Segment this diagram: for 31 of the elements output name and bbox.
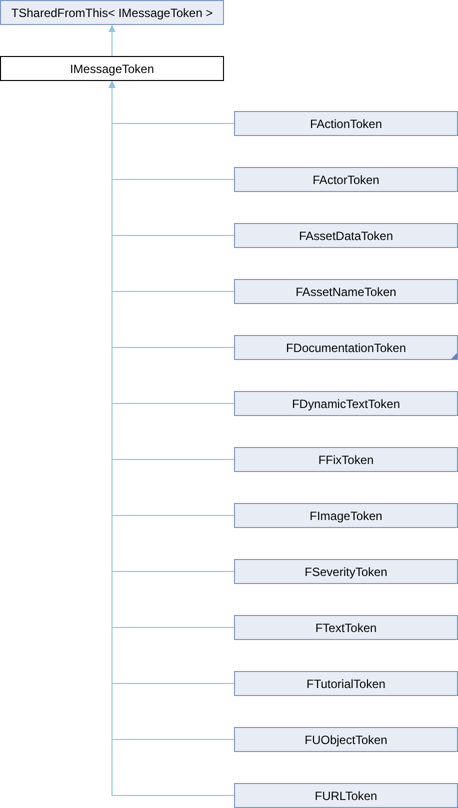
inheritance-arrow (108, 24, 116, 56)
class-name: FAssetDataToken (298, 228, 394, 242)
class-name: FActionToken (310, 116, 382, 130)
class-box (234, 503, 458, 528)
class-name: FFixToken (318, 452, 374, 466)
class-name: FUObjectToken (304, 732, 388, 746)
class-name: FTextToken (315, 620, 377, 634)
class-name: FDocumentationToken (286, 340, 406, 354)
class-box (234, 335, 458, 360)
class-name: FImageToken (310, 508, 382, 522)
class-box (0, 0, 224, 25)
class-box (234, 783, 458, 808)
class-name: FSeverityToken (304, 564, 388, 578)
class-box (0, 56, 224, 81)
class-name: IMessageToken (70, 62, 154, 76)
class-box (234, 223, 458, 248)
class-name: FTutorialToken (306, 676, 386, 690)
class-box (234, 391, 458, 416)
class-box (234, 167, 458, 192)
class-box (234, 279, 458, 304)
class-name: FActorToken (312, 172, 380, 186)
class-name: FAssetNameToken (296, 284, 396, 298)
class-box (234, 559, 458, 584)
class-box (234, 111, 458, 136)
class-name: FURLToken (314, 788, 378, 802)
class-name: FDynamicTextToken (292, 396, 400, 410)
class-box (234, 615, 458, 640)
class-box (234, 671, 458, 696)
class-name: TSharedFromThis< IMessageToken > (11, 6, 213, 20)
class-box (234, 447, 458, 472)
class-box (234, 727, 458, 752)
